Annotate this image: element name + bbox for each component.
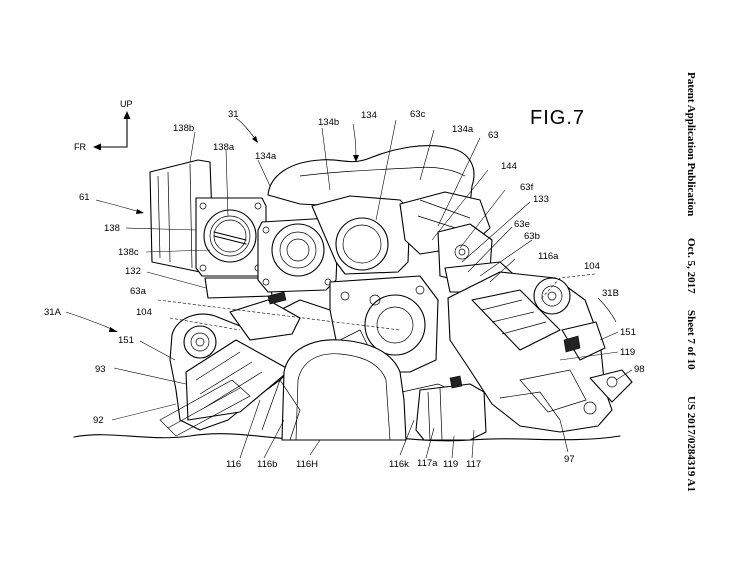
label-138: 138 [104,223,120,234]
label-134a-left: 134a [255,151,277,162]
middle-intake-port [257,217,339,293]
label-134b: 134b [318,117,339,128]
label-63b: 63b [524,231,540,242]
right-cylinder-bank [447,271,633,433]
label-117a: 117a [417,458,438,469]
intake-pipe [261,339,481,441]
label-138a: 138a [213,142,235,153]
label-104-left: 104 [136,307,152,318]
label-63: 63 [488,130,499,141]
label-119-right: 119 [620,347,635,358]
front-arrow-icon [93,143,101,151]
label-61: 61 [79,192,90,203]
label-31A: 31A [44,307,62,318]
label-63e: 63e [514,219,530,230]
patent-header: Patent Application Publication Oct. 5, 2… [685,72,697,492]
label-92: 92 [93,415,104,426]
label-132: 132 [125,266,141,277]
left-cylinder-bank [159,291,337,437]
header-number: US 2017/0284319 A1 [685,396,697,492]
label-151-left: 151 [118,335,134,346]
header-sheet: Sheet 7 of 10 [685,310,697,370]
front-label: FR [74,142,86,152]
reference-labels: 31 134 134b 134a 63c 63 144 63f 133 63e … [44,109,645,470]
air-box [267,145,475,213]
header-date: Oct. 5, 2017 [685,238,697,294]
label-98: 98 [634,364,645,375]
label-134: 134 [361,110,377,121]
label-93: 93 [95,364,106,375]
figure-title: FIG.7 [530,107,585,129]
label-119-bottom: 119 [443,459,458,470]
label-138c: 138c [118,247,139,258]
label-31B: 31B [602,288,619,299]
up-arrow-icon [123,111,131,119]
label-31: 31 [228,109,239,120]
label-144: 144 [501,161,517,172]
leader-lines [65,117,633,459]
label-134a-top: 134a [452,124,474,135]
label-104-right: 104 [584,261,600,272]
label-133: 133 [533,194,549,205]
direction-indicator: UP FR [74,99,133,152]
label-63c: 63c [410,109,426,120]
label-116k: 116k [389,459,409,470]
label-116H: 116H [296,459,318,470]
label-116a: 116a [538,251,559,262]
label-97: 97 [564,454,575,465]
up-label: UP [120,99,133,109]
header-publication: Patent Application Publication [685,72,697,216]
label-116b: 116b [257,459,277,470]
label-151-right: 151 [620,327,636,338]
label-63f: 63f [520,182,534,193]
label-138b: 138b [173,123,194,134]
label-116: 116 [226,459,241,470]
injector-unit [415,375,487,441]
label-117: 117 [466,459,481,470]
label-63a: 63a [130,286,147,297]
